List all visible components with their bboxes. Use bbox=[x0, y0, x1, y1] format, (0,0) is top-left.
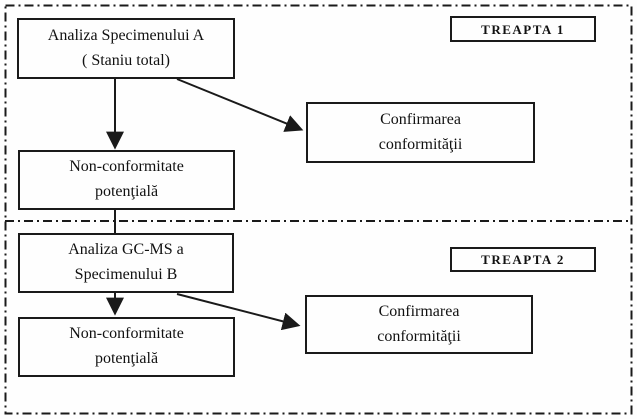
arrow-analysis-a-to-confirm-1 bbox=[176, 78, 304, 132]
box-nonconformity-stage2-line1: Non-conformitate bbox=[69, 325, 184, 343]
box-confirmation-stage1-line2: conformităţii bbox=[378, 135, 463, 153]
box-nonconformity-stage2: Non-conformitate potenţială bbox=[18, 317, 235, 377]
stage1-tag: TREAPTA 1 bbox=[450, 16, 596, 42]
box-analysis-specimen-a-line2: ( Staniu total) bbox=[82, 51, 170, 69]
box-confirmation-stage2-line2: conformităţii bbox=[377, 327, 461, 345]
arrow-analysis-b-to-confirm-2 bbox=[176, 293, 301, 331]
box-confirmation-stage2: Confirmarea conformităţii bbox=[305, 295, 533, 354]
box-analysis-specimen-a-line1: Analiza Specimenului A bbox=[47, 26, 205, 44]
box-confirmation-stage1-line1: Confirmarea bbox=[380, 110, 461, 128]
stage2-tag: TREAPTA 2 bbox=[450, 247, 596, 272]
box-analysis-specimen-b-line2: Specimenului B bbox=[74, 266, 178, 283]
outer-border bbox=[4, 4, 633, 415]
box-analysis-specimen-b: Analiza GC-MS a Specimenului B bbox=[18, 233, 234, 293]
stage1-tag-label: TREAPTA 1 bbox=[481, 21, 565, 37]
box-analysis-specimen-a: Analiza Specimenului A ( Staniu total) bbox=[17, 18, 235, 79]
box-analysis-specimen-b-line1: Analiza GC-MS a bbox=[68, 241, 184, 259]
stage2-tag-label: TREAPTA 2 bbox=[481, 252, 565, 267]
box-nonconformity-stage1-line1: Non-conformitate bbox=[69, 158, 184, 176]
box-nonconformity-stage2-line2: potenţială bbox=[94, 350, 159, 367]
box-nonconformity-stage1: Non-conformitate potenţială bbox=[18, 150, 235, 210]
box-confirmation-stage2-line1: Confirmarea bbox=[378, 302, 460, 320]
box-confirmation-stage1: Confirmarea conformităţii bbox=[306, 102, 535, 163]
box-nonconformity-stage1-line2: potenţială bbox=[94, 183, 159, 200]
